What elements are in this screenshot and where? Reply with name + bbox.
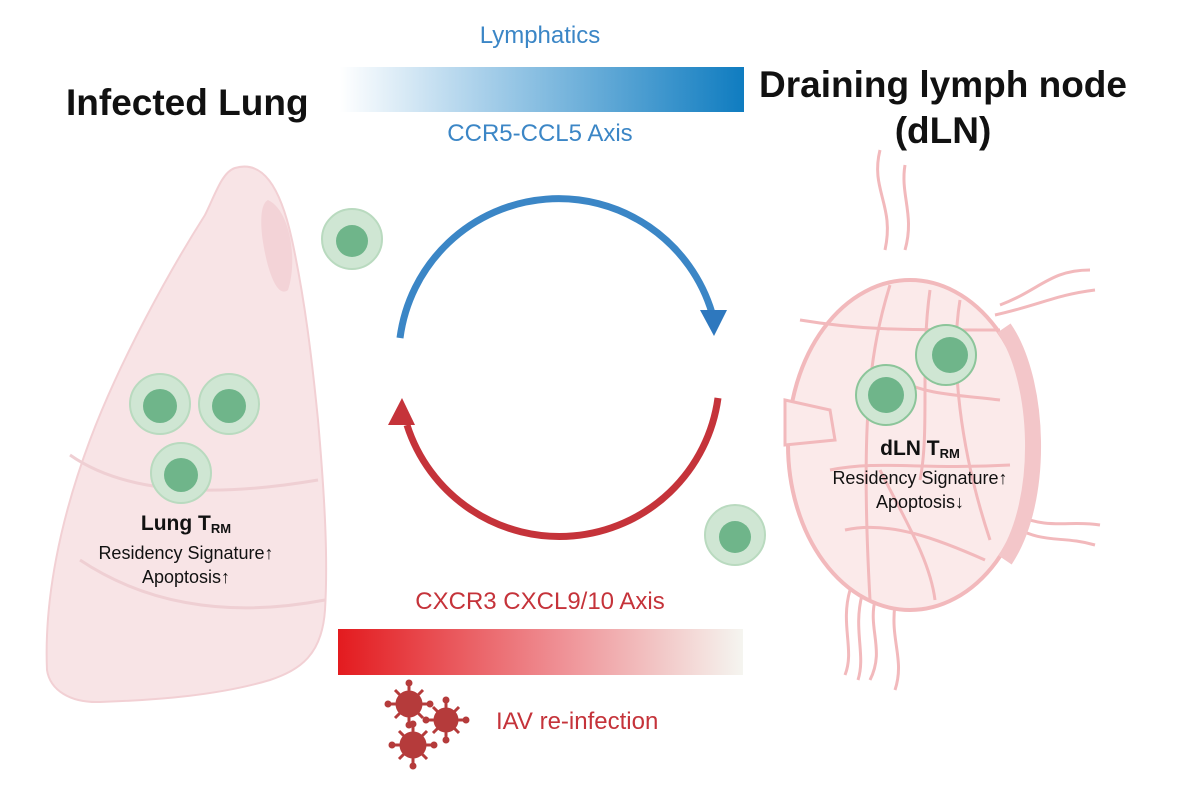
lung-illustration [45,165,328,704]
lymph-node-illustration [783,149,1101,691]
dln-trm-apoptosis: Apoptosis↓ [875,492,965,512]
lymphatics-label: Lymphatics [479,22,601,49]
cxcr3-arc-arrow [403,397,722,540]
iav-reinfection-label: IAV re-infection [496,708,659,735]
infected-lung-title: Infected Lung [66,82,309,123]
dln-trm-residency: Residency Signature↑ [832,468,1008,488]
t-cell-node-1 [915,324,977,386]
cxcr3-gradient-bar [338,629,743,675]
dln-trm-title-main: dLN T [880,437,940,460]
t-cell-node-2 [855,364,917,426]
lung-trm-residency: Residency Signature↑ [98,543,274,563]
lung-trm-apoptosis: Apoptosis↑ [141,567,231,587]
t-cell-lung-2 [198,373,260,435]
lymphatics-gradient-bar [340,67,744,112]
lung-trm-title-main: Lung T [140,512,211,535]
dln-title: Draining lymph node (dLN) [740,62,1146,154]
ccr5-axis-label: CCR5-CCL5 Axis [447,120,633,147]
dln-trm-title-sub: RM [939,446,960,461]
t-cell-lung-1 [129,373,191,435]
lung-trm-title-sub: RM [210,521,232,536]
cxcr3-arrowhead [388,398,415,425]
dln-trm-title: dLN TRM [780,437,1060,466]
t-cell-floating-bottom [704,504,766,566]
dln-title-line2: (dLN) [894,110,992,151]
lung-trm-label: Lung TRM Residency Signature↑ Apoptosis↑ [46,512,326,589]
t-cell-lung-3 [150,442,212,504]
lung-trm-title: Lung TRM [46,512,326,541]
ccr5-arrowhead [700,310,727,336]
t-cell-floating-top [321,208,383,270]
dln-trm-label: dLN TRM Residency Signature↑ Apoptosis↓ [780,437,1060,514]
virus-icon [384,679,470,770]
dln-title-line1: Draining lymph node [759,64,1127,105]
cxcr3-axis-label: CXCR3 CXCL9/10 Axis [415,588,665,615]
ccr5-arc-arrow [396,195,716,339]
